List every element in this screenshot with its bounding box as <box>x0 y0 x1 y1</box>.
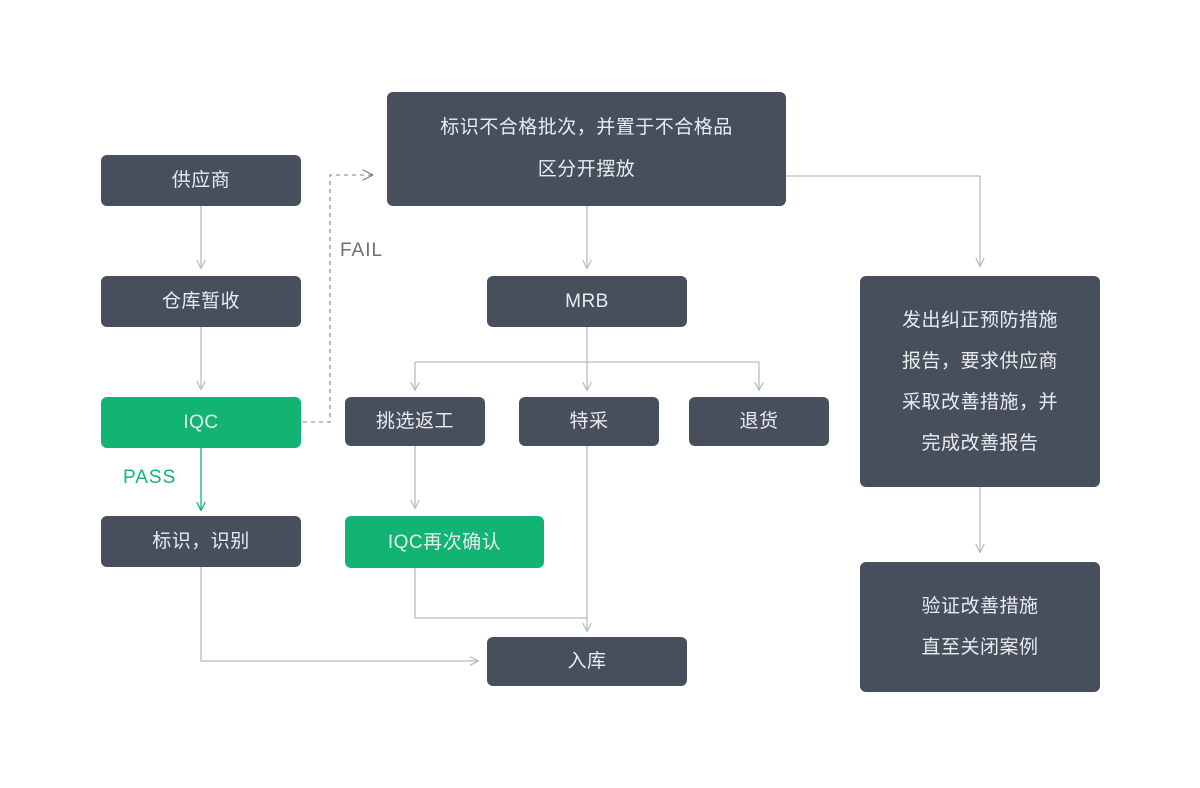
node-special-purchase[interactable]: 特采 <box>519 397 659 446</box>
node-mark-nonconforming[interactable]: 标识不合格批次，并置于不合格品 区分开摆放 <box>387 92 786 206</box>
node-verify-close[interactable]: 验证改善措施 直至关闭案例 <box>860 562 1100 692</box>
edge-iqc-markng-fail <box>303 169 374 423</box>
node-mrb-label: MRB <box>565 291 609 312</box>
edge-label-fail: FAIL <box>340 240 384 261</box>
edge-label-pass: PASS <box>123 467 177 488</box>
edge-identify-stockin <box>200 567 480 666</box>
edge-markng-car <box>786 175 985 268</box>
node-iqc[interactable]: IQC <box>101 397 301 448</box>
node-return-goods[interactable]: 退货 <box>689 397 829 446</box>
node-special-purchase-label: 特采 <box>569 411 609 432</box>
node-verify-close-label: 验证改善措施 直至关闭案例 <box>921 596 1039 658</box>
node-supplier[interactable]: 供应商 <box>101 155 301 206</box>
node-mrb[interactable]: MRB <box>487 276 687 327</box>
node-rework[interactable]: 挑选返工 <box>345 397 485 446</box>
node-identify-label: 标识，识别 <box>152 531 250 552</box>
node-mark-nonconforming-label: 标识不合格批次，并置于不合格品 区分开摆放 <box>440 117 733 180</box>
node-iqc-label: IQC <box>183 412 219 433</box>
node-warehouse-label: 仓库暂收 <box>161 291 240 312</box>
node-stock-in-label: 入库 <box>567 651 607 672</box>
node-return-goods-label: 退货 <box>739 411 779 432</box>
node-iqc-recheck[interactable]: IQC再次确认 <box>345 516 544 568</box>
node-supplier-label: 供应商 <box>171 170 231 191</box>
node-warehouse[interactable]: 仓库暂收 <box>101 276 301 327</box>
node-rework-label: 挑选返工 <box>375 411 454 432</box>
node-stock-in[interactable]: 入库 <box>487 637 687 686</box>
node-identify[interactable]: 标识，识别 <box>101 516 301 567</box>
node-iqc-recheck-label: IQC再次确认 <box>387 531 502 553</box>
node-corrective-action-report-label: 发出纠正预防措施 报告，要求供应商 采取改善措施，并 完成改善报告 <box>901 309 1058 454</box>
node-corrective-action-report[interactable]: 发出纠正预防措施 报告，要求供应商 采取改善措施，并 完成改善报告 <box>860 276 1100 487</box>
edge-recheck-stockin <box>414 568 587 619</box>
